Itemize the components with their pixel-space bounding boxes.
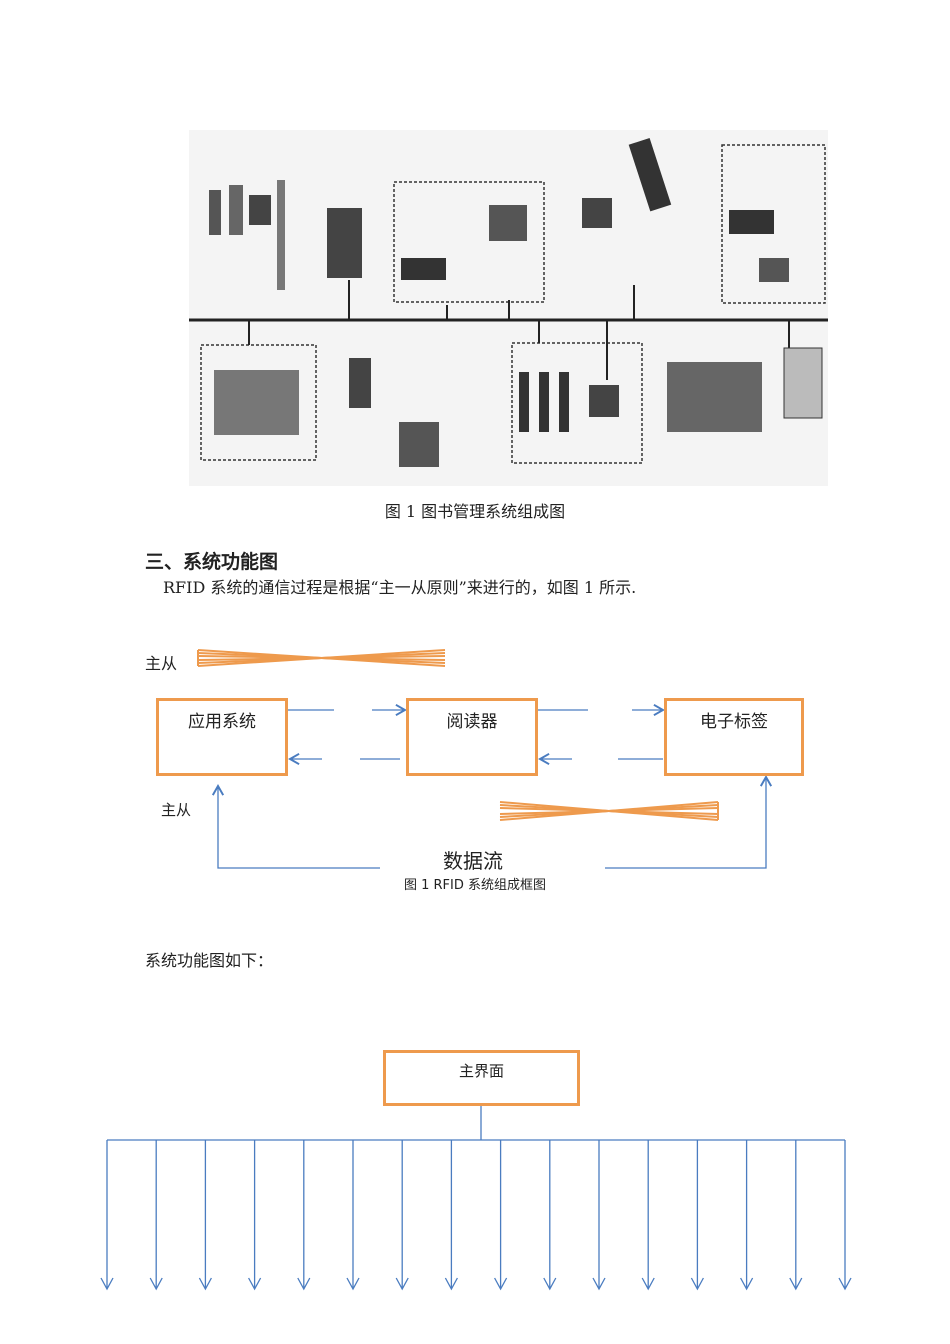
tree-branch-arrowhead: [641, 1277, 655, 1291]
tree-branch-arrowhead: [149, 1277, 163, 1291]
tree-branch-arrowhead: [690, 1277, 704, 1291]
label-master-slave-top: 主从: [145, 654, 178, 673]
tree-branch-arrowhead: [297, 1277, 311, 1291]
box-application-system: 应用系统: [156, 698, 288, 776]
tree-branch-arrowhead: [248, 1277, 262, 1291]
cross-mark-bottom: [499, 801, 719, 821]
tree-branch-arrowhead: [100, 1277, 114, 1291]
tree-branch-arrowhead: [395, 1277, 409, 1291]
label-master-slave-bottom: 主从: [161, 801, 192, 819]
figure-caption-1: 图 1 图书管理系统组成图: [384, 502, 566, 521]
system-photo-illustration: [189, 138, 828, 467]
tree-branch-arrowhead: [494, 1277, 508, 1291]
tree-branch-arrowhead: [543, 1277, 557, 1291]
function-diagram-intro: 系统功能图如下：: [145, 951, 274, 970]
box-main-interface: 主界面: [383, 1050, 580, 1106]
dataflow-label: 数据流: [443, 849, 503, 873]
tree-branch-arrowhead: [838, 1277, 852, 1291]
body-paragraph: RFID 系统的通信过程是根据“主一从原则”来进行的，如图 1 所示.: [163, 578, 637, 597]
system-photo: [189, 130, 828, 486]
dataflow-arrow-left: [211, 784, 380, 869]
box-reader: 阅读器: [406, 698, 538, 776]
tree-branch-arrowhead: [789, 1277, 803, 1291]
dataflow-arrow-right: [605, 775, 773, 869]
tree-branch-arrowhead: [740, 1277, 754, 1291]
tree-branch-arrowhead: [198, 1277, 212, 1291]
tree-branch-arrowhead: [444, 1277, 458, 1291]
tree-branches: [100, 1140, 852, 1291]
cross-mark-top: [197, 649, 446, 667]
tree-branch-arrowhead: [346, 1277, 360, 1291]
figure-caption-2: 图 1 RFID 系统组成框图: [403, 878, 547, 893]
section-title: 三、系统功能图: [145, 551, 279, 573]
box-electronic-tag: 电子标签: [664, 698, 804, 776]
tree-branch-arrowhead: [592, 1277, 606, 1291]
